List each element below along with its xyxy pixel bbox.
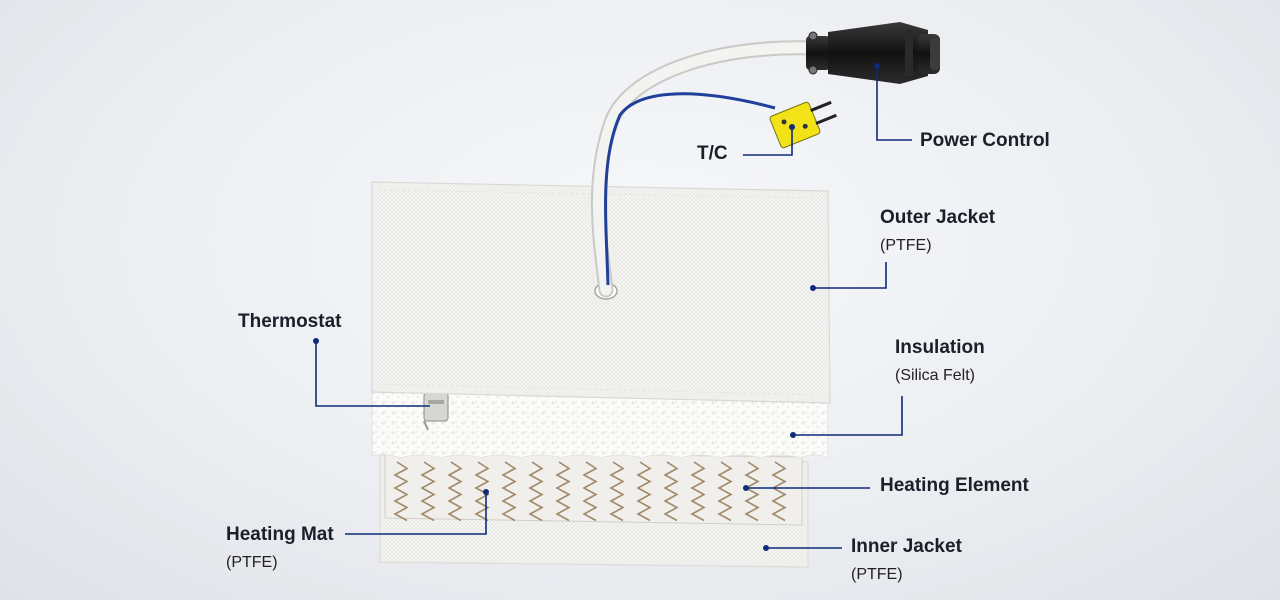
tc-connector-shape	[769, 100, 837, 149]
leader-line-heating-mat	[345, 492, 487, 535]
power-control-label: Power Control	[920, 130, 1050, 151]
label-insulation: Insulation (Silica Felt)	[895, 337, 985, 385]
leader-line-tc	[743, 127, 793, 156]
heating-coil	[663, 461, 679, 522]
heating-coil	[474, 461, 490, 522]
leader-dot-thermostat	[313, 338, 319, 344]
leader-line-outer-jacket	[813, 262, 887, 289]
leader-dot-outer-jacket	[810, 285, 816, 291]
thermostat-label: Thermostat	[238, 311, 342, 332]
thermocouple-lead-shape	[604, 92, 776, 286]
leader-line-insulation	[793, 396, 903, 436]
outer-jacket-material: (PTFE)	[880, 236, 932, 254]
heating-coil	[690, 461, 706, 522]
heating-coil	[717, 461, 733, 522]
power-connector-shape	[806, 22, 940, 84]
heating-coil	[501, 461, 517, 522]
thermostat-shape	[423, 392, 449, 431]
leader-dot-heating-mat	[483, 489, 489, 495]
heating-element-label: Heating Element	[880, 475, 1029, 496]
label-thermostat: Thermostat	[238, 311, 341, 334]
heating-element-coils	[393, 461, 787, 522]
heating-coil	[744, 461, 760, 522]
heating-mat-material: (PTFE)	[226, 553, 278, 571]
heating-coil	[528, 461, 544, 522]
leader-dot-insulation	[790, 432, 796, 438]
heating-mat-label: Heating Mat	[226, 524, 334, 545]
label-inner-jacket: Inner Jacket (PTFE)	[851, 536, 962, 584]
insulation-shape	[371, 391, 829, 459]
tc-label: T/C	[697, 143, 728, 164]
inner-jacket-material: (PTFE)	[851, 565, 903, 583]
heating-coil	[582, 461, 598, 522]
heating-coil	[420, 461, 436, 522]
heating-coil	[393, 461, 409, 522]
insulation-label: Insulation	[895, 337, 985, 358]
label-outer-jacket: Outer Jacket (PTFE)	[880, 207, 995, 255]
label-heating-mat: Heating Mat (PTFE)	[226, 524, 334, 572]
label-heating-element: Heating Element	[880, 475, 1029, 498]
heating-coil	[447, 461, 463, 522]
leader-dot-heating-element	[743, 485, 749, 491]
inner-jacket-label: Inner Jacket	[851, 536, 962, 557]
leader-line-thermostat	[315, 341, 430, 407]
leader-lines	[313, 63, 912, 551]
insulation-material: (Silica Felt)	[895, 366, 976, 384]
leader-dot-tc	[789, 124, 795, 130]
heating-coil	[609, 461, 625, 522]
heating-coil	[636, 461, 652, 522]
label-tc: T/C	[697, 143, 728, 166]
leader-dot-power-control	[874, 63, 880, 69]
leader-dot-inner-jacket	[763, 545, 769, 551]
label-power-control: Power Control	[920, 130, 1050, 153]
heating-coil	[771, 461, 787, 522]
leader-line-power-control	[876, 66, 912, 141]
outer-jacket-label: Outer Jacket	[880, 207, 996, 228]
heating-coil	[555, 461, 571, 522]
